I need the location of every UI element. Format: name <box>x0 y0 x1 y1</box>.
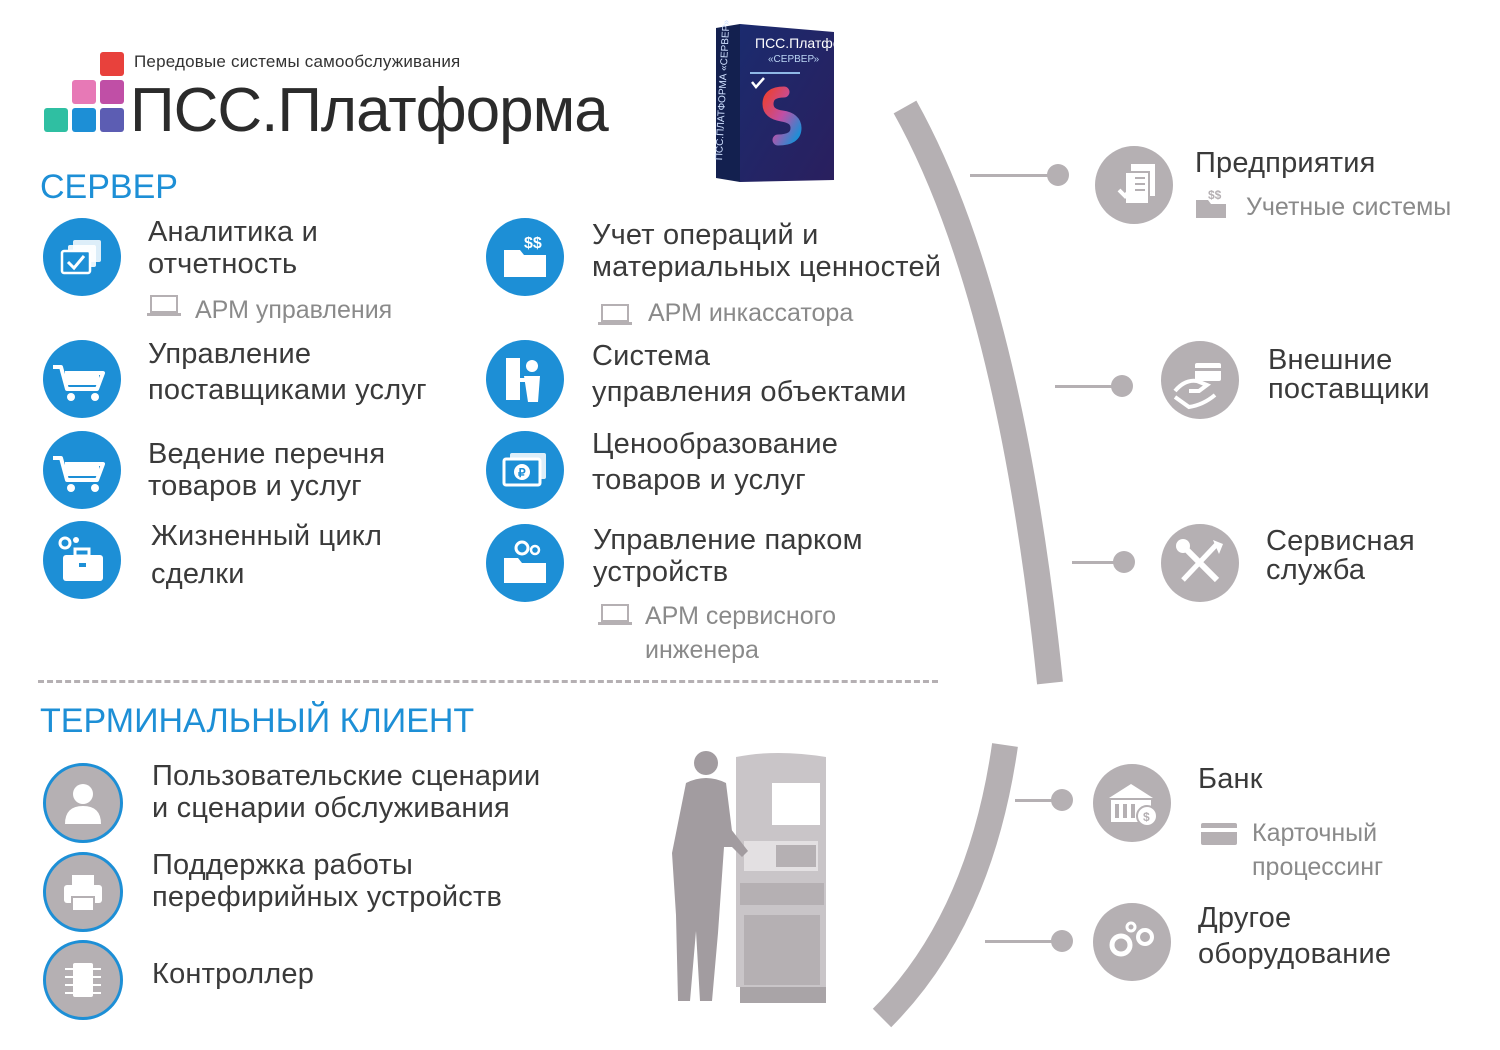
connector-line <box>1072 561 1127 564</box>
external-bottom-1-label: Банк <box>1198 763 1263 795</box>
kiosk-user-icon <box>486 340 564 418</box>
analytics-report-icon <box>43 218 121 296</box>
terminal-item-3-label: Контроллер <box>152 958 315 990</box>
product-box <box>700 22 840 190</box>
accounting-folder-icon: $$ <box>1196 188 1226 218</box>
connector-dot <box>1111 375 1133 397</box>
hand-card-icon <box>1161 341 1239 419</box>
section-divider <box>38 680 938 683</box>
ruble-bills-icon: ₽ <box>486 431 564 509</box>
connector-dot <box>1047 164 1069 186</box>
credit-card-icon <box>1201 823 1237 845</box>
logo-brand: ПСС.Платформа <box>130 76 609 145</box>
folder-gear-icon <box>486 524 564 602</box>
connector-dot <box>1051 930 1073 952</box>
laptop-icon <box>598 304 632 325</box>
kiosk-illustration <box>660 745 850 1030</box>
external-top-1-label: Предприятия <box>1195 147 1376 179</box>
logo-tagline: Передовые системы самообслуживания <box>134 52 461 71</box>
connector-line <box>1055 385 1125 388</box>
connector-line <box>985 940 1065 943</box>
svg-text:$$: $$ <box>524 235 542 252</box>
bank-icon: $ <box>1093 764 1171 842</box>
user-icon <box>43 763 123 843</box>
connector-dot <box>1113 551 1135 573</box>
section-title-terminal: ТЕРМИНАЛЬНЫЙ КЛИЕНТ <box>40 702 475 740</box>
cart-icon <box>43 431 121 509</box>
documents-check-icon <box>1095 146 1173 224</box>
printer-icon <box>43 852 123 932</box>
external-top-1-sub: Учетные системы <box>1246 193 1452 221</box>
section-title-server: СЕРВЕР <box>40 168 178 206</box>
briefcase-gears-icon <box>43 521 121 599</box>
logo-squares-icon <box>44 52 124 132</box>
box-title: ПСС.Платформа <box>755 35 866 51</box>
svg-text:$: $ <box>1143 810 1150 824</box>
connector-line <box>1015 799 1065 802</box>
svg-text:$$: $$ <box>1208 188 1222 202</box>
box-subtitle: «СЕРВЕР» <box>768 54 820 65</box>
tools-icon <box>1161 524 1239 602</box>
chip-icon <box>43 940 123 1020</box>
folder-money-icon: $$ <box>486 218 564 296</box>
connector-arc-top <box>893 100 1063 685</box>
connector-arc-bottom <box>872 743 1018 1028</box>
connector-dot <box>1051 789 1073 811</box>
cart-icon <box>43 340 121 418</box>
connector-line <box>970 174 1060 177</box>
logo <box>40 50 130 138</box>
svg-text:₽: ₽ <box>518 466 526 480</box>
laptop-icon <box>147 295 181 316</box>
server-left-1-sub: АРМ управления <box>195 296 393 324</box>
server-right-1-sub: АРМ инкассатора <box>648 299 854 327</box>
gears-icon <box>1093 903 1171 981</box>
laptop-icon <box>598 604 632 625</box>
